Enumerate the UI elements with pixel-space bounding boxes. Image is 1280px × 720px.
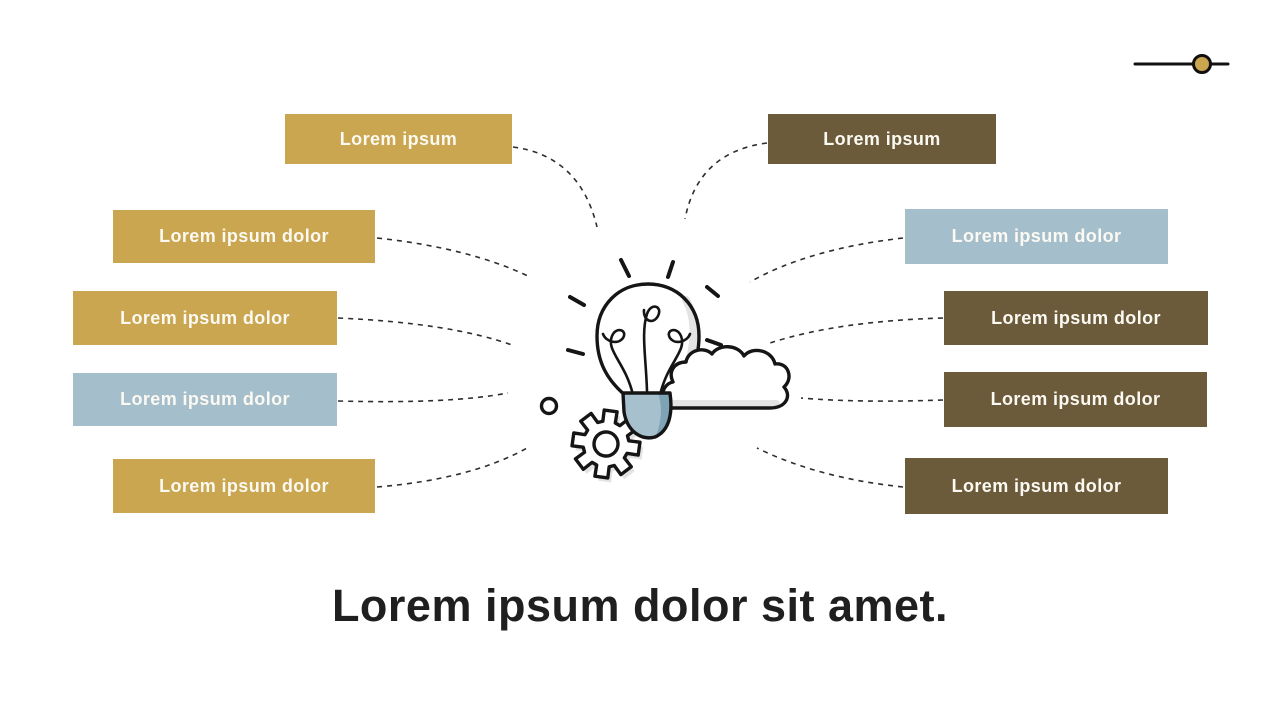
connector-right-3 bbox=[769, 317, 944, 344]
label-text: Lorem ipsum dolor bbox=[951, 475, 1122, 496]
label-text: Lorem ipsum bbox=[339, 128, 458, 149]
label-box-right-2: Lorem ipsum dolor bbox=[905, 209, 1168, 264]
label-text: Lorem ipsum bbox=[823, 128, 941, 149]
label-box-right-3: Lorem ipsum dolor bbox=[944, 291, 1208, 345]
label-text: Lorem ipsum dolor bbox=[159, 226, 329, 246]
dot-icon bbox=[539, 396, 559, 416]
connector-left-4 bbox=[337, 392, 509, 403]
connector-left-2 bbox=[376, 237, 531, 278]
slider-handle-icon bbox=[1192, 54, 1212, 74]
label-text: Lorem ipsum dolor bbox=[991, 307, 1161, 328]
connector-right-4 bbox=[800, 397, 944, 402]
connector-left-3 bbox=[337, 317, 513, 346]
label-box-left-4: Lorem ipsum dolor bbox=[73, 373, 337, 426]
connector-lines bbox=[337, 142, 944, 488]
label-box-left-3: Lorem ipsum dolor bbox=[73, 291, 337, 345]
label-text: Lorem ipsum dolor bbox=[951, 226, 1122, 246]
filament bbox=[601, 305, 692, 393]
label-text: Lorem ipsum dolor bbox=[120, 389, 290, 409]
gear-icon bbox=[570, 408, 644, 483]
label-text: Lorem ipsum dolor bbox=[120, 307, 290, 328]
label-box-right-1: Lorem ipsum bbox=[768, 114, 996, 164]
connector-right-5 bbox=[756, 447, 904, 488]
label-box-left-1: Lorem ipsum bbox=[285, 114, 512, 164]
label-box-right-5: Lorem ipsum dolor bbox=[905, 458, 1168, 514]
lightbulb-icon bbox=[595, 282, 701, 398]
bulb-socket bbox=[621, 391, 673, 440]
spark-rays-icon bbox=[566, 258, 723, 356]
idea-illustration bbox=[539, 258, 791, 483]
slide-title: Lorem ipsum dolor sit amet. bbox=[331, 580, 949, 631]
label-box-right-4: Lorem ipsum dolor bbox=[944, 372, 1207, 427]
connector-left-5 bbox=[376, 447, 528, 488]
cloud-icon bbox=[653, 345, 791, 410]
label-text: Lorem ipsum dolor bbox=[990, 389, 1161, 409]
label-box-left-2: Lorem ipsum dolor bbox=[113, 210, 375, 263]
slider-decoration bbox=[1133, 54, 1230, 74]
connector-right-1 bbox=[684, 142, 768, 220]
connector-left-1 bbox=[512, 146, 598, 228]
label-text: Lorem ipsum dolor bbox=[159, 475, 329, 496]
label-box-left-5: Lorem ipsum dolor bbox=[113, 459, 375, 513]
connector-right-2 bbox=[749, 237, 904, 283]
